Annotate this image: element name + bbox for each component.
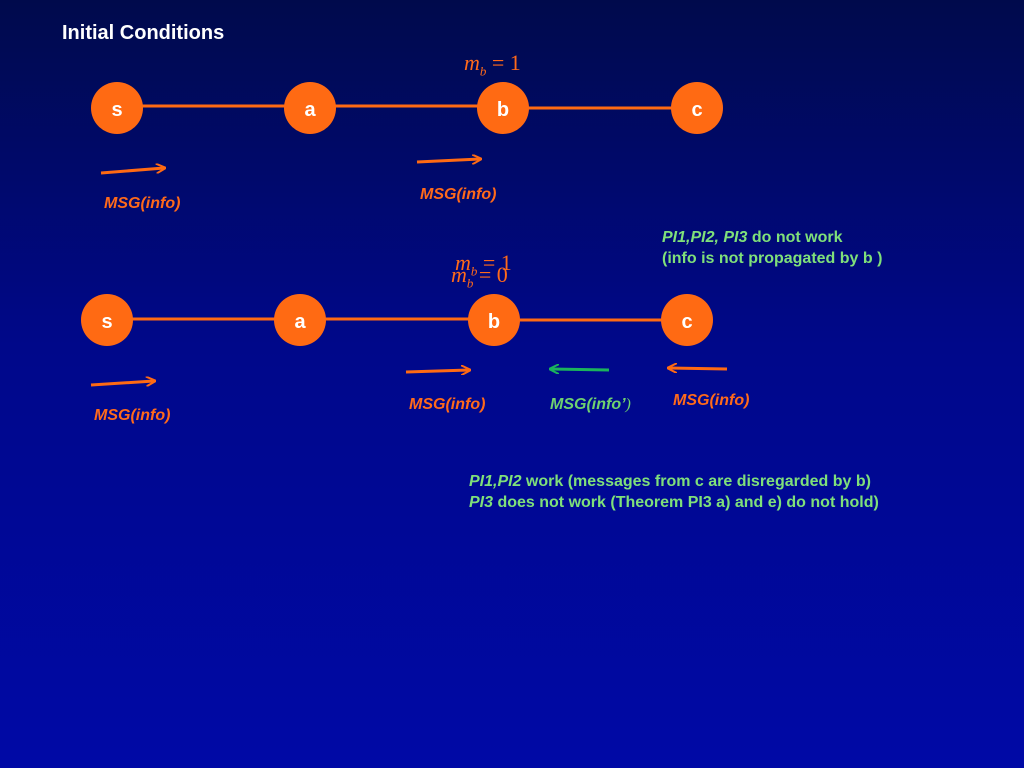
bottom-arrow-1 — [90, 381, 154, 387]
bottom-node-a: a — [274, 294, 326, 346]
bottom-msg-green-text: MSG(info’ — [550, 396, 626, 413]
bottom-arrow-3 — [669, 368, 728, 369]
top-node-c-label: c — [691, 99, 702, 121]
top-arrow-1 — [100, 168, 164, 175]
bottom-node-a-label: a — [294, 311, 306, 333]
bottom-arrow-green — [551, 369, 610, 370]
bottom-mb-formula-0: mb = 0 — [451, 262, 508, 291]
top-arrow-2 — [416, 159, 480, 162]
note-2-rest-2: does not work (Theorem PI3 a) and e) do … — [493, 494, 879, 511]
top-node-b: b — [477, 82, 529, 134]
note-2-line-2: PI3 does not work (Theorem PI3 a) and e)… — [469, 492, 879, 513]
bottom-m-var-1: m — [455, 250, 471, 275]
note-1-line-1: PI1,PI2, PI3 do not work — [662, 227, 882, 248]
note-1-line-2: (info is not propagated by b ) — [662, 250, 883, 267]
bottom-msg-green-paren: ) — [625, 396, 631, 413]
bottom-mb-formula-1: mb = 1 — [455, 250, 512, 279]
top-mb-formula: mb = 1 — [464, 50, 521, 79]
top-m-eq: = 1 — [491, 50, 521, 75]
bottom-msg-green: MSG(info’) — [550, 396, 631, 414]
bottom-m-sub-1: b — [470, 263, 478, 279]
bottom-msg-2: MSG(info) — [409, 396, 486, 413]
bottom-arrow-2 — [405, 370, 469, 372]
note-1-rest: do not work — [747, 229, 843, 246]
note-2-line-1: PI1,PI2 work (messages from c are disreg… — [469, 471, 879, 492]
bottom-node-c-label: c — [681, 311, 692, 333]
note-1: PI1,PI2, PI3 do not work (info is not pr… — [662, 227, 882, 269]
top-node-b-label: b — [497, 99, 509, 121]
top-node-s-label: s — [111, 99, 122, 121]
note-1-pi-list: PI1,PI2, PI3 — [662, 229, 748, 246]
bottom-msg-3: MSG(info) — [673, 392, 750, 409]
bottom-m-var-0: m — [451, 262, 467, 287]
slide-title: Initial Conditions — [62, 22, 225, 44]
top-msg-2: MSG(info) — [420, 186, 497, 203]
top-node-a-label: a — [304, 99, 316, 121]
note-2-pi-list: PI1,PI2 — [469, 473, 522, 490]
top-msg-1: MSG(info) — [104, 195, 181, 212]
note-2-pi3: PI3 — [469, 494, 494, 511]
bottom-node-b-label: b — [488, 311, 500, 333]
bottom-node-b: b — [468, 294, 520, 346]
top-m-var: m — [464, 50, 480, 75]
top-m-sub: b — [479, 63, 487, 79]
note-2-rest-1: work (messages from c are disregarded by… — [521, 473, 871, 490]
bottom-m-eq-1: = 1 — [482, 250, 512, 275]
bottom-m-sub-0: b — [466, 275, 474, 291]
note-2: PI1,PI2 work (messages from c are disreg… — [469, 471, 879, 513]
top-node-a: a — [284, 82, 336, 134]
top-node-s: s — [91, 82, 143, 134]
bottom-msg-1: MSG(info) — [94, 407, 171, 424]
bottom-node-s-label: s — [101, 311, 112, 333]
bottom-node-s: s — [81, 294, 133, 346]
top-node-c: c — [671, 82, 723, 134]
bottom-m-eq-0: = 0 — [478, 262, 508, 287]
bottom-node-c: c — [661, 294, 713, 346]
